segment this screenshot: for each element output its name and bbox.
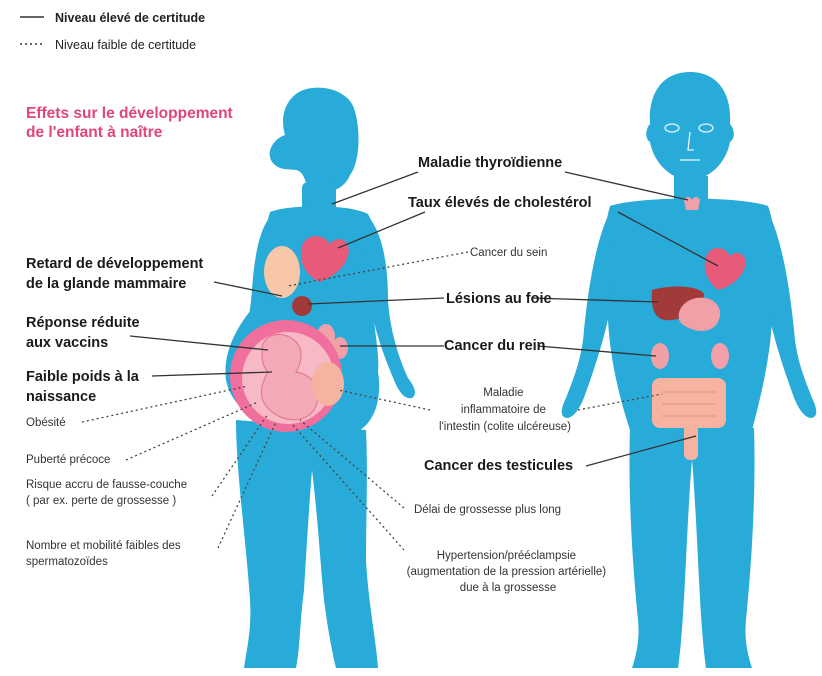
male-right-arm: [766, 208, 816, 418]
label-hypertension: Hypertension/prééclampsie (augmentation …: [407, 550, 610, 594]
male-intestine: [652, 378, 726, 428]
label-cholesterol: Taux élevés de cholestérol: [408, 195, 591, 211]
label-colitis-line1: Maladie: [483, 387, 523, 399]
legend-high-label: Niveau élevé de certitude: [55, 11, 205, 25]
section-title-line2: de l'enfant à naître: [26, 124, 163, 141]
label-birth-weight-line1: Faible poids à la: [26, 369, 140, 385]
male-legs: [629, 428, 754, 668]
label-sperm-line2: spermatozoïdes: [26, 556, 108, 568]
label-hypertension-line3: due à la grossesse: [460, 582, 557, 594]
label-hypertension-line1: Hypertension/prééclampsie: [437, 550, 576, 562]
label-birth-weight-line2: naissance: [26, 389, 96, 405]
legend: Niveau élevé de certitude Niveau faible …: [20, 11, 205, 52]
male-left-arm: [562, 208, 612, 418]
male-head: [646, 72, 734, 180]
label-kidney: Cancer du rein: [444, 338, 546, 354]
legend-low-label: Niveau faible de certitude: [55, 38, 196, 52]
female-figure: [225, 88, 415, 668]
label-sperm-line1: Nombre et mobilité faibles des: [26, 540, 181, 552]
female-head: [270, 88, 359, 193]
label-mammary-line2: de la glande mammaire: [26, 276, 186, 292]
label-colitis: Maladie inflammatoire de l'intestin (col…: [439, 387, 571, 433]
label-obesity: Obésité: [26, 417, 66, 429]
label-mammary-line1: Retard de développement: [26, 256, 203, 272]
label-miscarriage: Risque accru de fausse-couche ( par ex. …: [26, 479, 190, 507]
female-intestine: [312, 362, 344, 406]
label-miscarriage-line1: Risque accru de fausse-couche: [26, 479, 187, 491]
female-legs: [236, 420, 378, 668]
label-hypertension-line2: (augmentation de la pression artérielle): [407, 566, 607, 578]
label-colitis-line2: inflammatoire de: [461, 404, 546, 416]
label-mammary: Retard de développement de la glande mam…: [26, 256, 207, 292]
label-vaccines: Réponse réduite aux vaccins: [26, 315, 144, 351]
label-thyroid: Maladie thyroïdienne: [418, 155, 562, 171]
label-puberty: Puberté précoce: [26, 454, 110, 466]
label-miscarriage-line2: ( par ex. perte de grossesse ): [26, 495, 176, 507]
male-testicles: [684, 424, 698, 460]
section-title-line1: Effets sur le développement: [26, 105, 233, 122]
female-breast: [264, 246, 300, 298]
label-testicular: Cancer des testicules: [424, 458, 573, 474]
female-liver: [292, 296, 312, 316]
label-sperm: Nombre et mobilité faibles des spermatoz…: [26, 540, 184, 568]
male-kidney-2: [711, 343, 729, 369]
label-colitis-line3: l'intestin (colite ulcéreuse): [439, 421, 571, 433]
label-vaccines-line1: Réponse réduite: [26, 315, 140, 331]
label-liver: Lésions au foie: [446, 291, 552, 307]
section-title: Effets sur le développement de l'enfant …: [26, 105, 237, 141]
male-figure: [562, 72, 817, 668]
label-pregnancy-delay: Délai de grossesse plus long: [414, 504, 561, 516]
label-birth-weight: Faible poids à la naissance: [26, 369, 143, 405]
label-vaccines-line2: aux vaccins: [26, 335, 108, 351]
label-breast-cancer: Cancer du sein: [470, 247, 547, 259]
